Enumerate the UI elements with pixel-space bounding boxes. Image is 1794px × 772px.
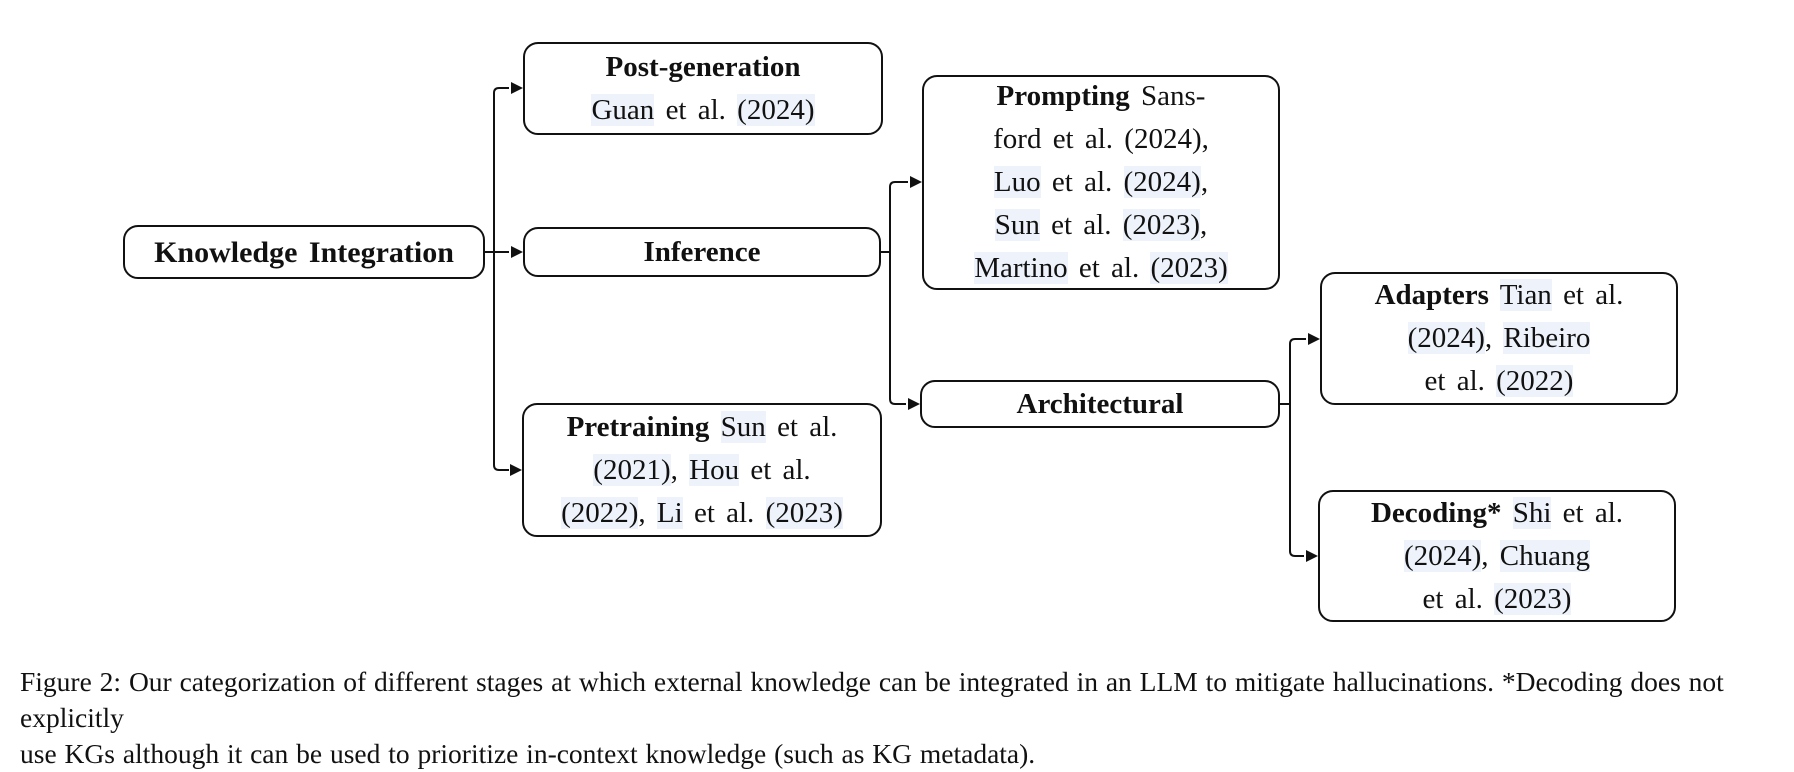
node-citation-line: ford et al. (2024),	[924, 118, 1278, 161]
citation-link[interactable]: (2024)	[1123, 166, 1201, 198]
node-citation-line: et al. (2022)	[1322, 360, 1676, 403]
connector-root-to-children	[485, 87, 509, 471]
connector-inference-to-children	[881, 181, 908, 405]
text-segment: ,	[1200, 209, 1208, 241]
citation-link[interactable]: Ribeiro	[1503, 322, 1591, 354]
citation-link[interactable]: Sun	[720, 410, 766, 443]
text-segment: et al.	[1040, 166, 1124, 198]
node-title-line: Decoding* Shi et al.	[1320, 492, 1674, 535]
node-knowledge-integration: Knowledge Integration	[123, 225, 485, 279]
node-title: Prompting	[996, 80, 1130, 112]
citation-link[interactable]: Tian	[1499, 279, 1552, 311]
citation-link[interactable]: Chuang	[1499, 539, 1591, 572]
text-segment: et al.	[1424, 365, 1497, 397]
citation-link[interactable]: (2023)	[1122, 209, 1201, 241]
text-segment: et al.	[1422, 582, 1495, 615]
connector-architectural-to-children	[1280, 338, 1306, 557]
figure-2-knowledge-integration-tree: Knowledge Integration Post-generation Gu…	[20, 42, 1724, 769]
text-segment: et al.	[682, 496, 766, 529]
text-segment: et al.	[654, 93, 738, 126]
text-segment: ,	[638, 496, 657, 529]
text-segment: et al.	[1551, 279, 1624, 311]
arrowhead-post-generation	[511, 82, 523, 94]
node-citation-line: Martino et al. (2023)	[924, 247, 1278, 290]
text-segment: et al.	[1039, 209, 1123, 241]
node-citation-line: et al. (2023)	[1320, 578, 1674, 621]
citation-link[interactable]: Sun	[994, 209, 1040, 241]
node-citation-line: (2022), Li et al. (2023)	[524, 492, 880, 535]
citation-link[interactable]: Shi	[1512, 496, 1552, 529]
tree-connectors	[485, 82, 1320, 562]
node-title-line: Adapters Tian et al.	[1322, 274, 1676, 317]
node-title: Architectural	[1016, 387, 1184, 420]
node-title-line: Architectural	[922, 383, 1278, 426]
text-segment: ,	[1200, 166, 1209, 198]
figure-caption-line-1: Figure 2: Our categorization of differen…	[20, 666, 1724, 733]
citation-link[interactable]: (2024)	[1403, 539, 1482, 572]
text-segment	[709, 411, 720, 443]
arrowhead-architectural	[908, 398, 920, 410]
arrowhead-prompting	[910, 176, 922, 188]
text-segment: Sans-	[1129, 80, 1206, 112]
node-title-line: Knowledge Integration	[125, 231, 483, 274]
text-segment: ,	[1481, 539, 1500, 572]
text-segment: ,	[1484, 322, 1504, 354]
arrowhead-adapters	[1308, 333, 1320, 345]
node-title: Adapters	[1374, 279, 1489, 311]
arrowhead-inference	[511, 246, 523, 258]
text-segment	[1501, 497, 1512, 529]
text-segment: et al.	[739, 453, 811, 486]
text-segment: et al.	[1067, 252, 1151, 284]
node-title: Decoding*	[1370, 496, 1502, 529]
node-title-line: Prompting Sans-	[924, 75, 1278, 118]
node-citation-line: Luo et al. (2024),	[924, 161, 1278, 204]
citation-link[interactable]: (2021)	[593, 453, 671, 486]
node-citation-line: (2024), Ribeiro	[1322, 317, 1676, 360]
node-architectural: Architectural	[920, 380, 1280, 428]
arrowhead-decoding	[1306, 550, 1318, 562]
citation-link[interactable]: (2023)	[765, 496, 843, 529]
citation-link[interactable]: (2023)	[1150, 252, 1228, 284]
node-citation-line: Sun et al. (2023),	[924, 204, 1278, 247]
node-title: Inference	[643, 235, 761, 268]
citation-link[interactable]: (2022)	[561, 496, 639, 529]
citation-link[interactable]: Hou	[689, 453, 740, 486]
citation-link[interactable]: (2024)	[737, 93, 815, 126]
node-citation-line: Guan et al. (2024)	[525, 89, 881, 132]
node-adapters: Adapters Tian et al. (2024), Ribeiro et …	[1320, 272, 1678, 405]
arrowhead-pretraining	[510, 464, 522, 476]
node-title: Pretraining	[566, 410, 710, 443]
node-citation-line: (2021), Hou et al.	[524, 449, 880, 492]
text-segment: et al.	[765, 410, 838, 443]
node-title: Post-generation	[605, 50, 801, 83]
citation-link[interactable]: Martino	[974, 252, 1068, 284]
node-post-generation: Post-generation Guan et al. (2024)	[523, 42, 883, 135]
citation-link[interactable]: (2023)	[1494, 582, 1572, 615]
citation-link[interactable]: Li	[656, 496, 683, 529]
text-segment: ,	[670, 453, 690, 486]
text-segment	[1489, 279, 1500, 311]
node-title-line: Post-generation	[525, 46, 881, 89]
node-decoding: Decoding* Shi et al. (2024), Chuang et a…	[1318, 490, 1676, 622]
citation-link[interactable]: (2024)	[1407, 322, 1485, 354]
node-pretraining: Pretraining Sun et al. (2021), Hou et al…	[522, 403, 882, 537]
figure-caption-line-2: use KGs although it can be used to prior…	[20, 738, 1036, 769]
citation-link[interactable]: Luo	[993, 166, 1041, 198]
text-segment: ford et al. (2024),	[993, 123, 1209, 155]
citation-link[interactable]: Guan	[591, 93, 655, 126]
figure-caption: Figure 2: Our categorization of differen…	[20, 664, 1794, 772]
node-inference: Inference	[523, 227, 881, 277]
citation-link[interactable]: (2022)	[1496, 365, 1574, 397]
text-segment: et al.	[1551, 496, 1624, 529]
node-title-line: Inference	[525, 231, 879, 274]
node-title: Knowledge Integration	[154, 235, 454, 269]
node-title-line: Pretraining Sun et al.	[524, 406, 880, 449]
node-citation-line: (2024), Chuang	[1320, 535, 1674, 578]
node-prompting: Prompting Sans- ford et al. (2024), Luo …	[922, 75, 1280, 290]
